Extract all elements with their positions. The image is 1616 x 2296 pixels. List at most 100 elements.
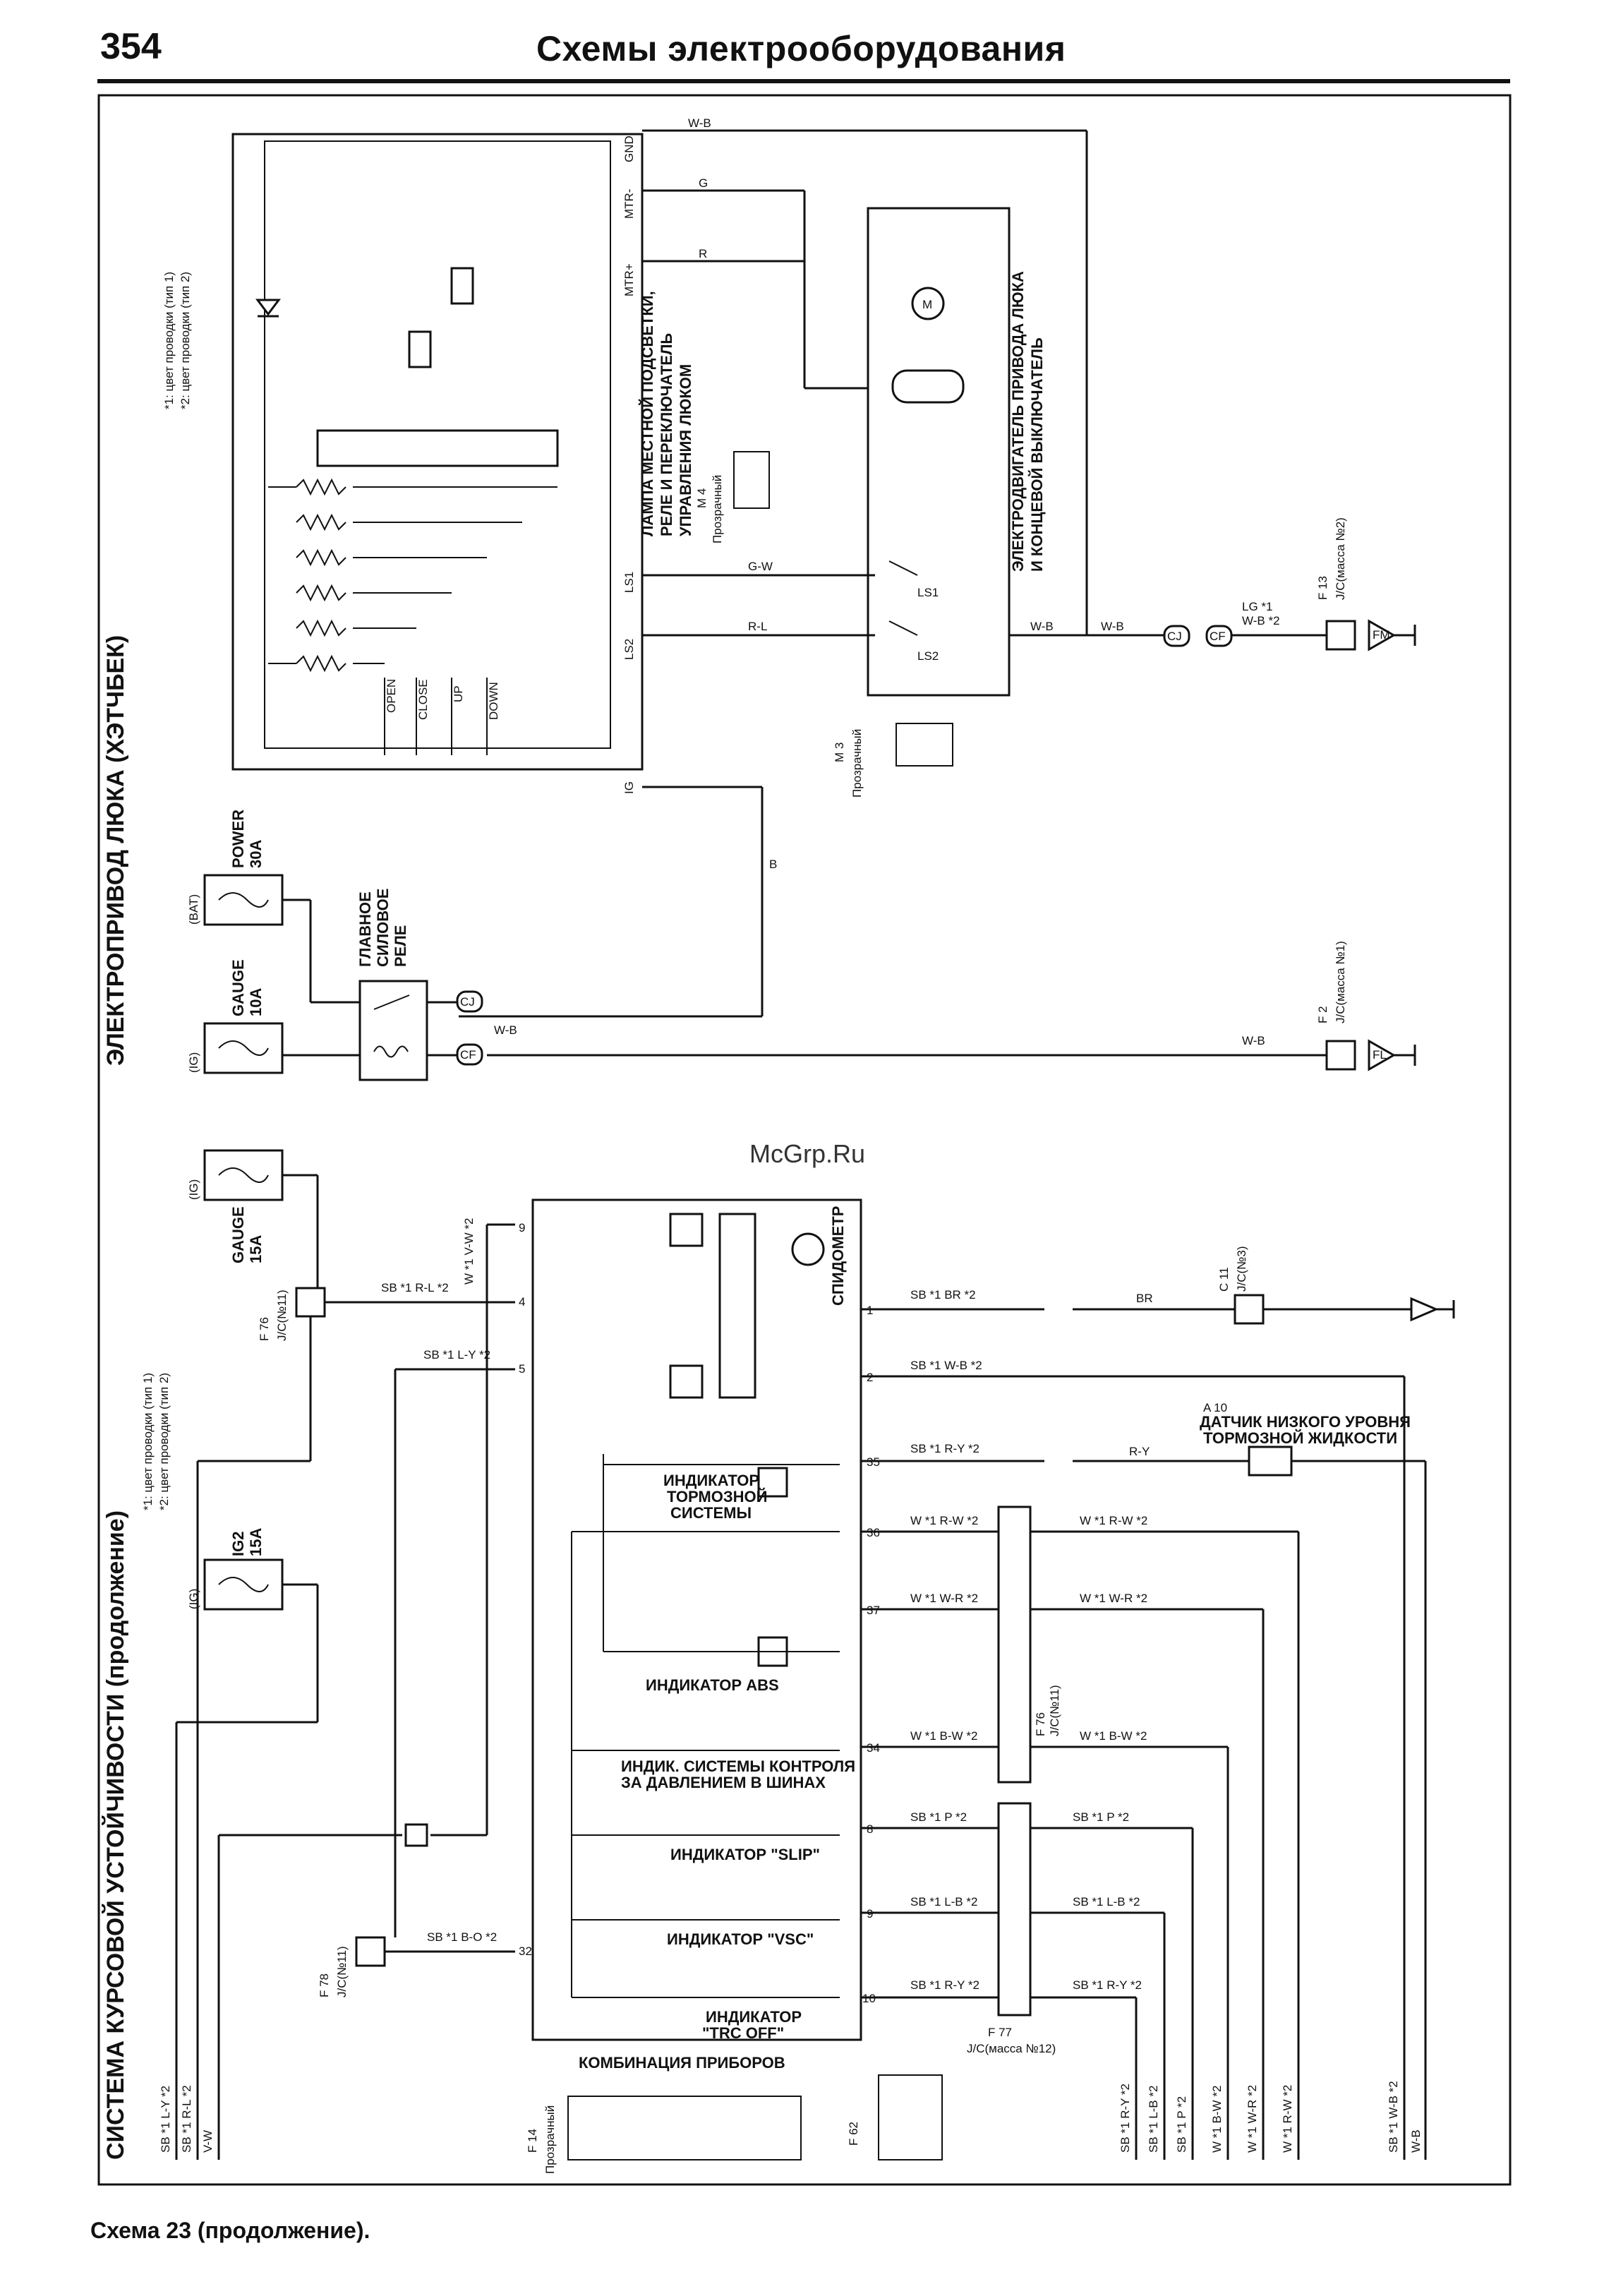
pin-ls1: LS1 [622, 572, 636, 593]
connector-icon-m3 [896, 723, 953, 767]
jc2-label: J/C(масса №2) [1334, 517, 1347, 600]
row6-label: W *1 B-W *2 [910, 1729, 977, 1743]
pin-ls2: LS2 [622, 639, 636, 660]
connector-cj-1: CJ [460, 995, 475, 1009]
row3-pin: 35 [867, 1455, 880, 1469]
row5-pin: 37 [867, 1604, 880, 1617]
left-pin-5: 5 [519, 1362, 525, 1376]
ground-jc1: F 2 J/C(масса №1) FM FL [1316, 628, 1416, 1071]
row2-pin: 2 [867, 1371, 873, 1384]
motor-transparent: Прозрачный [850, 729, 864, 798]
bottom-right-6: W *1 R-W *2 [1281, 2085, 1294, 2153]
motor-label-1: ЭЛЕКТРОДВИГАТЕЛЬ ПРИВОДА ЛЮКА [1009, 271, 1027, 572]
left-pin-4-wire: SB *1 R-L *2 [381, 1281, 449, 1294]
jc2-code: F 13 [1316, 576, 1329, 600]
indicator-rows: ИНДИКАТОР ТОРМОЗНОЙ СИСТЕМЫ ИНДИКАТОР AB… [571, 1454, 855, 2042]
motor-thermistor [891, 369, 965, 404]
row9-right: SB *1 R-Y *2 [1073, 1978, 1142, 1992]
row7-right: SB *1 P *2 [1073, 1810, 1129, 1824]
indicator-trc-1: ИНДИКАТОР [706, 2008, 802, 2026]
control-unit-label-2: РЕЛЕ И ПЕРЕКЛЮЧАТЕЛЬ [658, 333, 675, 536]
ground-code-fm: FM [1373, 628, 1390, 642]
wire-g: G [699, 176, 708, 190]
ground1-lg: LG *1 [1242, 600, 1272, 613]
stability-section: СИСТЕМА КУРСОВОЙ УСТОЙЧИВОСТИ (продолжен… [102, 1149, 1455, 2174]
jc12-code: F 77 [988, 2026, 1012, 2039]
motor-code: M 3 [833, 743, 846, 762]
indicator-brake-2: ТОРМОЗНОЙ [667, 1488, 767, 1505]
left-pin-9: 9 [519, 1221, 525, 1234]
connector-af3 [404, 1823, 428, 1847]
jc11-bar-code: F 76 [1034, 1712, 1047, 1736]
indicator-trc-2: "TRC OFF" [702, 2024, 784, 2042]
bottom-right-5: W *1 W-R *2 [1246, 2085, 1259, 2153]
row8-pin: 9 [867, 1907, 873, 1921]
wire-gw: G-W [748, 560, 773, 573]
fuse-gauge-15a: GAUGE 15A (IG) [187, 1149, 284, 1263]
relay-label-3: РЕЛЕ [392, 925, 409, 967]
row7-label: SB *1 P *2 [910, 1810, 967, 1824]
brake-sensor-code: A 10 [1203, 1401, 1227, 1414]
bottom-right-8: W-B [1409, 2129, 1423, 2153]
wire-r: R [699, 247, 707, 260]
jc11b-label: J/C(№11) [335, 1946, 349, 1997]
jc11: F 76 J/C(№11) [258, 1287, 326, 1341]
row2-label: SB *1 W-B *2 [910, 1359, 982, 1372]
f14-transparent: Прозрачный [543, 2105, 557, 2174]
left-pin-32-wire: SB *1 B-O *2 [427, 1930, 497, 1944]
ground-jc2: LG *1 W-B *2 F 13 J/C(масса №2) [1242, 517, 1416, 651]
bottom-left-1: SB *1 L-Y *2 [159, 2086, 172, 2153]
jc1-label: J/C(масса №1) [1334, 941, 1347, 1023]
motor-icon [911, 287, 945, 320]
relay-1 [450, 267, 474, 305]
jc11-bar-label: J/C(№11) [1048, 1685, 1061, 1736]
switch-open: OPEN [385, 679, 398, 713]
indicator-brake-3: СИСТЕМЫ [670, 1504, 752, 1522]
relay-2 [408, 330, 432, 368]
figure-caption: Схема 23 (продолжение). [90, 2218, 370, 2243]
control-unit-inner [264, 140, 611, 749]
fuse-gauge-source: (IG) [187, 1052, 200, 1073]
connector-f62 [878, 2074, 943, 2160]
sunroof-title: ЭЛЕКТРОПРИВОД ЛЮКА (ХЭТЧБЕК) [102, 635, 129, 1066]
sunroof-wires: W-B G R G-W R-L W-B W-B B W-B W-B [459, 116, 1327, 1047]
sunroof-connectors: CJ CF CJ CF [456, 625, 1233, 1066]
connector-cj-2: CJ [1167, 630, 1182, 643]
stability-left-wires [175, 1174, 515, 2160]
row3-right: R-Y [1129, 1445, 1150, 1458]
speedometer-icon [791, 1232, 825, 1266]
stability-note-2: *2: цвет проводки (тип 2) [157, 1373, 171, 1510]
speedometer-block [718, 1213, 756, 1399]
jc12-bar [997, 1802, 1032, 2016]
row8-right: SB *1 L-B *2 [1073, 1895, 1140, 1909]
row7-pin: 8 [867, 1822, 873, 1836]
ground-code-fl: FL [1373, 1048, 1387, 1062]
fuse-ig2-rating: 15A [247, 1528, 265, 1556]
brake-sensor-label-1: ДАТЧИК НИЗКОГО УРОВНЯ [1200, 1413, 1411, 1431]
wire-b: B [769, 858, 777, 871]
row1-label: SB *1 BR *2 [910, 1288, 976, 1302]
brake-sensor-label-2: ТОРМОЗНОЙ ЖИДКОСТИ [1203, 1429, 1397, 1447]
right-wire-labels: 1 SB *1 BR *2 BR 2 SB *1 W-B *2 35 SB *1… [862, 1288, 1153, 2005]
watermark: McGrp.Ru [749, 1139, 866, 1168]
row4-label: W *1 R-W *2 [910, 1514, 978, 1527]
fuse-power-name: POWER [229, 810, 247, 868]
bottom-left-2: SB *1 R-L *2 [180, 2085, 193, 2153]
bottom-right-labels: SB *1 R-Y *2 SB *1 L-B *2 SB *1 P *2 W *… [1118, 2081, 1423, 2153]
connector-cf-1: CF [460, 1048, 476, 1062]
diode-1 [255, 299, 281, 316]
fuse-gauge15-rating: 15A [247, 1235, 265, 1263]
jc11-label: J/C(№11) [275, 1290, 289, 1341]
bottom-left-3: V-W [201, 2130, 215, 2153]
indicator-brake-1: ИНДИКАТОР [663, 1472, 759, 1489]
diagram-frame [97, 94, 1512, 2186]
switch-group: OPEN CLOSE UP DOWN [384, 678, 500, 755]
relay-label-1: ГЛАВНОЕ [356, 891, 374, 967]
motor-box [867, 207, 1011, 697]
connector-cf-2: CF [1210, 630, 1226, 643]
header-rule [97, 79, 1510, 83]
bottom-right-4: W *1 B-W *2 [1210, 2086, 1224, 2153]
motor-label-2: И КОНЦЕВОЙ ВЫКЛЮЧАТЕЛЬ [1028, 337, 1046, 572]
fuse-gauge-rating: 10A [247, 988, 265, 1016]
